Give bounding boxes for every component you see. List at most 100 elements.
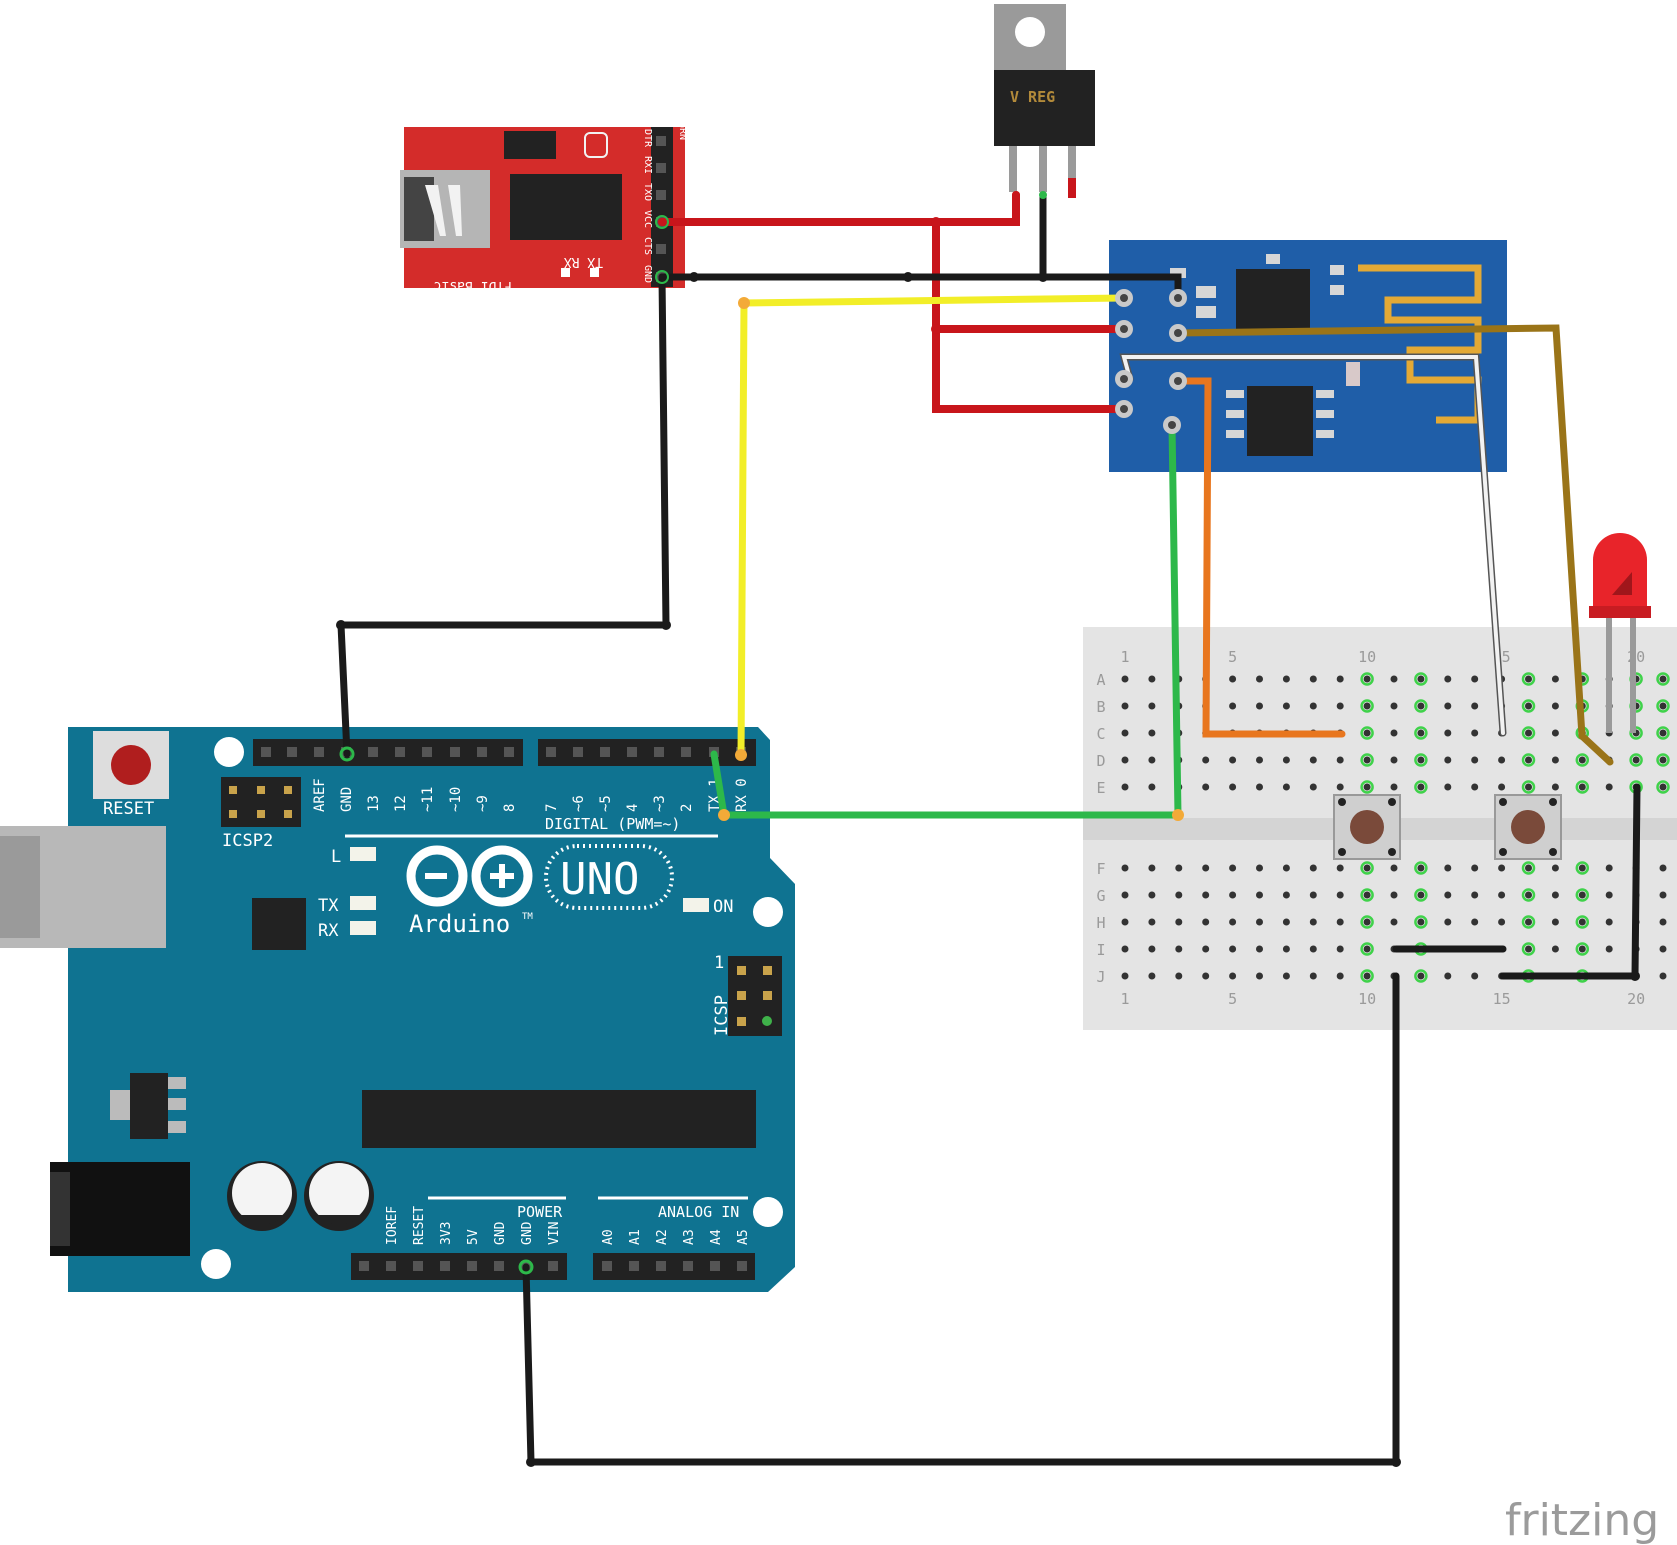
breadboard-hole [1444,783,1452,791]
breadboard-hole [1525,756,1532,764]
vreg-label: V REG [1010,88,1055,106]
header-pin [654,747,664,757]
analog-pin-label: A3 [682,1229,697,1245]
breadboard-hole [1282,945,1290,953]
breadboard-hole-connected [1575,888,1590,902]
breadboard-hole-connected [1521,780,1536,794]
breadboard-hole-connected [1414,780,1428,794]
ftdi-pin [656,244,666,254]
breadboard-row-label: I [1096,941,1105,959]
reset-button[interactable] [93,731,169,799]
reset-label: RESET [103,799,154,819]
push-button-left[interactable] [1333,794,1401,860]
header-pin [413,1261,423,1271]
icsp-pin1-label: 1 [714,953,724,973]
digital-label: DIGITAL (PWM=~) [545,815,680,833]
breadboard-hole [1121,945,1129,953]
ftdi-pin-label: GND [642,265,653,283]
breadboard-hole [1256,864,1263,872]
breadboard-hole [1551,675,1559,683]
header-pin [368,747,378,757]
breadboard-hole [1390,702,1398,710]
breadboard-hole [1659,702,1667,710]
trademark: TM [522,912,533,922]
digital-pin-label: GND [339,787,355,812]
header-pin [261,747,271,757]
digital-pin-label: ~6 [571,795,587,812]
breadboard-hole [1309,702,1317,710]
breadboard-hole [1498,783,1506,791]
ftdi-pin-label: GRN [677,122,688,140]
breadboard-hole [1659,783,1667,791]
breadboard-hole [1363,891,1371,899]
icsp2-header [221,777,301,827]
breadboard-hole [1229,675,1237,683]
breadboard-hole [1336,783,1344,791]
breadboard-hole [1256,945,1263,953]
breadboard-hole [1336,675,1344,683]
breadboard-hole-connected [1414,699,1428,713]
breadboard-hole [1229,864,1237,872]
breadboard-row-label: E [1096,779,1105,797]
header-pin [737,1261,747,1271]
breadboard-hole [1229,945,1237,953]
wire-gnd-ftdi-arduino [337,273,670,758]
breadboard-hole [1390,864,1398,872]
digital-pin-label: 13 [366,795,382,812]
breadboard-hole-connected [1414,888,1428,902]
breadboard-column-label: 10 [1358,648,1376,666]
header-pin [602,1261,612,1271]
breadboard-hole [1417,783,1425,791]
breadboard-hole [1417,891,1425,899]
breadboard-hole [1525,864,1532,872]
breadboard-hole [1256,675,1263,683]
breadboard-hole [1498,891,1506,899]
breadboard-hole [1256,756,1263,764]
power-pin-label: GND [493,1221,508,1245]
breadboard-hole [1444,702,1452,710]
breadboard-row-label: G [1096,887,1105,905]
digital-header-right [538,739,756,766]
breadboard-hole [1363,756,1371,764]
breadboard-hole [1390,675,1398,683]
capacitor-left [227,1161,297,1231]
breadboard-hole [1202,972,1210,980]
breadboard-hole [1282,891,1290,899]
breadboard-hole [1363,945,1371,953]
breadboard-hole [1121,972,1129,980]
breadboard-hole [1229,891,1237,899]
voltage-regulator: V REG [994,4,1095,198]
breadboard-hole [1471,891,1479,899]
header-pin [710,1261,720,1271]
breadboard-hole [1551,702,1559,710]
breadboard-hole [1471,702,1479,710]
breadboard-hole [1336,918,1344,926]
breadboard-hole-connected [1521,861,1536,875]
rx-led-label: RX [318,921,339,941]
breadboard-hole [1578,945,1586,953]
ftdi-pin [656,136,666,146]
analog-pin-label: A5 [736,1229,751,1245]
breadboard-hole [1659,675,1667,683]
wire-vcc-esp-vcc [932,325,1132,413]
breadboard-hole [1551,756,1559,764]
breadboard-hole [1175,918,1183,926]
breadboard-hole [1148,972,1156,980]
on-led [683,898,709,912]
breadboard-hole-connected [1414,861,1428,875]
push-button-right[interactable] [1494,794,1562,860]
breadboard-hole [1659,729,1667,737]
header-pin [629,1261,639,1271]
header-pin [573,747,583,757]
header-pin [600,747,610,757]
breadboard-hole [1525,783,1532,791]
wire-endpoints [339,191,1184,1275]
power-pin-label: 3V3 [439,1222,454,1245]
breadboard-hole [1471,729,1479,737]
breadboard-hole [1229,783,1237,791]
breadboard-hole [1605,864,1613,872]
breadboard-hole [1148,729,1156,737]
digital-pin-label: ~5 [598,795,614,812]
